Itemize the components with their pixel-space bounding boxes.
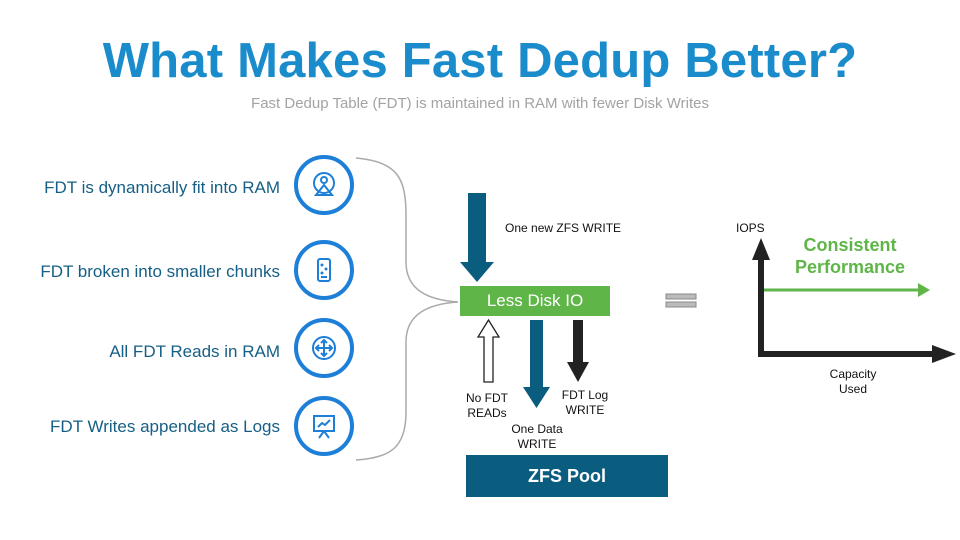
data-write-arrow — [523, 320, 550, 408]
less-disk-io-box: Less Disk IO — [460, 286, 610, 316]
reads-icon — [294, 318, 354, 378]
data-write-label: One Data WRITE — [503, 422, 571, 452]
feature-label-ram-fit: FDT is dynamically fit into RAM — [44, 178, 280, 197]
log-write-label: FDT Log WRITE — [556, 388, 614, 418]
equals-bottom — [665, 301, 697, 308]
log-write-arrow — [567, 320, 589, 382]
performance-arrowhead — [918, 283, 930, 297]
ram-fit-icon — [294, 155, 354, 215]
chunks-icon — [294, 240, 354, 300]
top-write-label: One new ZFS WRITE — [505, 221, 622, 235]
capacity-used-label: Capacity Used — [818, 367, 888, 397]
data-write-line-1: One Data — [511, 422, 563, 436]
no-reads-arrow — [476, 318, 501, 383]
no-reads-line-1: No FDT — [466, 391, 508, 405]
feature-label-writes-logs: FDT Writes appended as Logs — [50, 417, 280, 436]
data-write-line-2: WRITE — [517, 437, 557, 451]
no-fdt-reads-label: No FDT READs — [458, 391, 516, 421]
write-in-arrow — [460, 193, 494, 282]
capacity-line-2: Used — [838, 382, 867, 396]
iops-axis-label: IOPS — [736, 221, 765, 235]
capacity-line-1: Capacity — [829, 367, 877, 381]
y-axis-arrowhead — [752, 238, 770, 260]
feature-label-chunks: FDT broken into smaller chunks — [40, 262, 280, 281]
log-write-line-1: FDT Log — [561, 388, 609, 402]
log-chart-icon — [294, 396, 354, 456]
perf-line-2: Performance — [794, 257, 906, 277]
perf-line-1: Consistent — [803, 235, 897, 255]
page-title: What Makes Fast Dedup Better? — [102, 34, 858, 88]
feature-label-reads: All FDT Reads in RAM — [109, 342, 280, 361]
equals-top — [665, 293, 697, 300]
brace — [355, 157, 459, 461]
no-reads-line-2: READs — [467, 406, 507, 420]
log-write-line-2: WRITE — [565, 403, 605, 417]
consistent-performance-label: Consistent Performance — [780, 234, 920, 278]
x-axis-arrowhead — [932, 345, 956, 363]
page-subtitle: Fast Dedup Table (FDT) is maintained in … — [251, 95, 709, 112]
zfs-pool-box: ZFS Pool — [466, 455, 668, 497]
